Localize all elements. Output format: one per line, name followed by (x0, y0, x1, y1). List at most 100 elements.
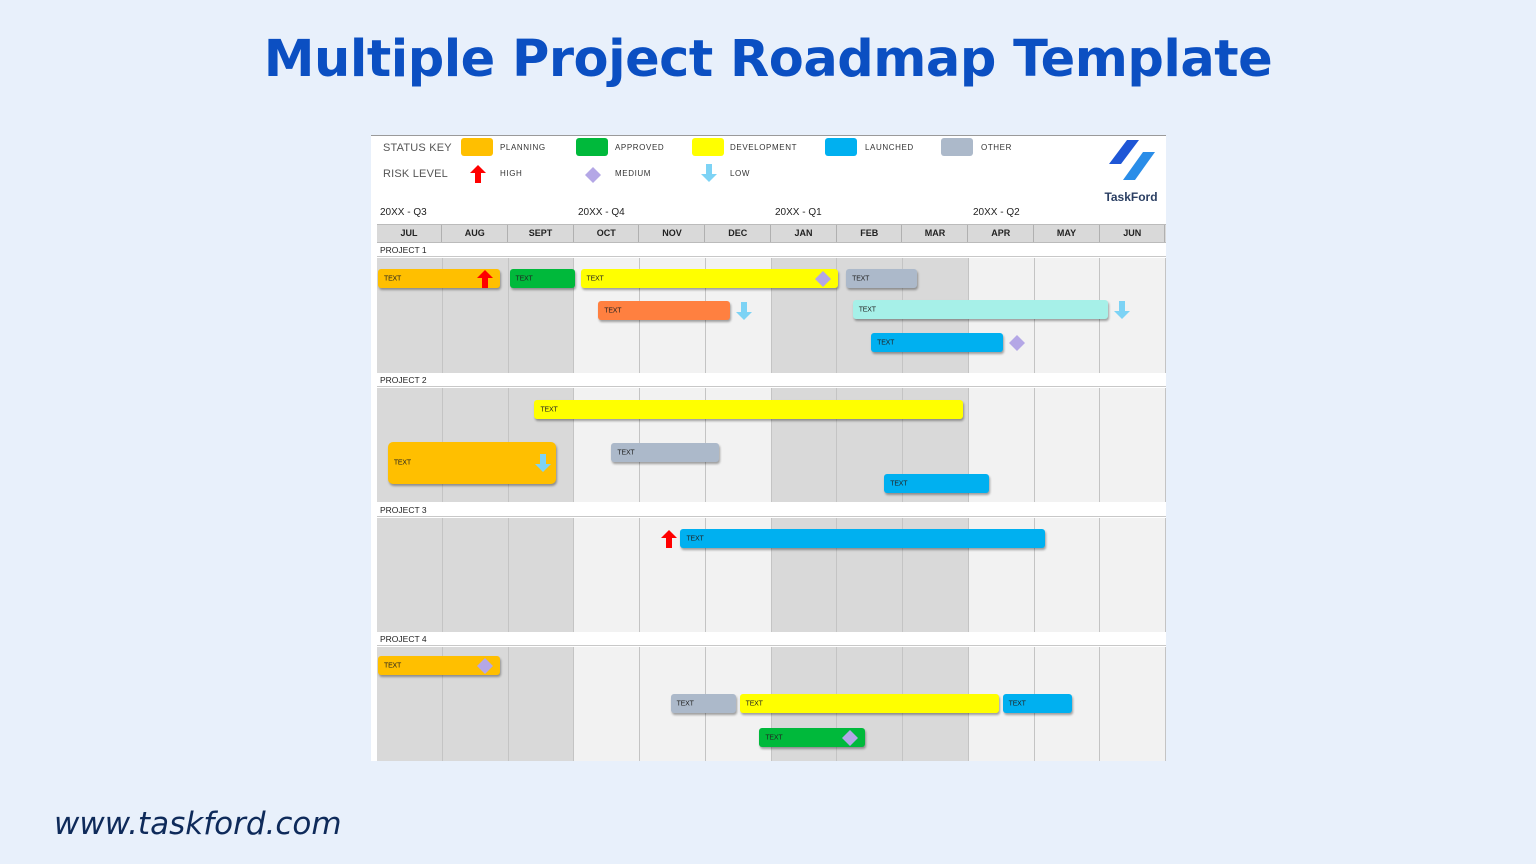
legend-high-label: HIGH (500, 169, 523, 178)
medium-risk-diamond-icon (585, 167, 601, 183)
page-title: Multiple Project Roadmap Template (263, 30, 1273, 89)
task-bar-label: TEXT (858, 306, 876, 313)
risk-level-label: RISK LEVEL (383, 168, 448, 180)
task-bar-label: TEXT (676, 700, 694, 707)
legend-approved-label: APPROVED (615, 143, 665, 152)
legend-medium-label: MEDIUM (615, 169, 652, 178)
task-bar-label: TEXT (617, 449, 635, 456)
task-bar[interactable]: TEXT (670, 694, 737, 713)
month-label: AUG (443, 225, 508, 242)
month-column (508, 647, 575, 761)
month-label: APR (969, 225, 1034, 242)
high-risk-arrow-icon (661, 529, 678, 548)
month-column (442, 518, 509, 632)
month-label: JUN (1100, 225, 1166, 242)
task-bar-label: TEXT (384, 275, 402, 282)
task-bar[interactable]: TEXT (378, 656, 500, 675)
low-risk-arrow-icon (701, 164, 717, 182)
task-bar-label: TEXT (1008, 700, 1026, 707)
month-label: JAN (772, 225, 837, 242)
quarter-label: 20XX - Q3 (380, 207, 427, 218)
month-label: MAR (903, 225, 968, 242)
quarter-label: 20XX - Q4 (578, 207, 625, 218)
month-label: FEB (837, 225, 903, 242)
project-header: PROJECT 2 (377, 373, 1166, 387)
task-bar-label: TEXT (852, 275, 870, 282)
month-column (508, 518, 575, 632)
task-bar-label: TEXT (586, 275, 604, 282)
month-column (377, 518, 443, 632)
project-lane: TEXT (377, 518, 1166, 632)
task-bar-label: TEXT (890, 480, 908, 487)
legend-other-label: OTHER (981, 143, 1012, 152)
project-lane: TEXT TEXT TEXT TEXT TEXT (377, 647, 1166, 761)
legend-launched-label: LAUNCHED (865, 143, 914, 152)
month-column (1100, 647, 1166, 761)
quarter-label: 20XX - Q1 (775, 207, 822, 218)
task-bar-label: TEXT (765, 734, 783, 741)
quarter-label: 20XX - Q2 (973, 207, 1020, 218)
month-column (1034, 388, 1101, 502)
task-bar[interactable]: TEXT (534, 400, 964, 419)
task-bar-label: TEXT (686, 535, 704, 542)
task-bar[interactable]: TEXT (1002, 694, 1072, 713)
task-bar-label: TEXT (604, 307, 622, 314)
month-column (1100, 258, 1166, 373)
approved-swatch (576, 138, 608, 156)
task-bar-label: TEXT (540, 406, 558, 413)
high-risk-arrow-icon (476, 269, 493, 288)
month-label: MAY (1035, 225, 1100, 242)
status-key-label: STATUS KEY (383, 142, 452, 154)
task-bar-label: TEXT (393, 459, 411, 467)
month-label: SEPT (509, 225, 574, 242)
project-header: PROJECT 3 (377, 503, 1166, 517)
task-bar[interactable]: TEXT (598, 301, 730, 320)
medium-risk-diamond-icon (815, 270, 832, 287)
low-risk-arrow-icon (1113, 300, 1130, 319)
medium-risk-diamond-icon (476, 657, 493, 674)
low-risk-arrow-icon (534, 454, 551, 472)
roadmap-sheet: STATUS KEY RISK LEVEL PLANNING APPROVED … (371, 135, 1166, 761)
medium-risk-diamond-icon (1008, 334, 1025, 351)
task-bar[interactable]: TEXT (580, 269, 839, 288)
task-bar-label: TEXT (384, 662, 402, 669)
month-column (574, 647, 640, 761)
task-bar[interactable]: TEXT (739, 694, 1000, 713)
legend-planning-label: PLANNING (500, 143, 546, 152)
launched-swatch (825, 138, 857, 156)
high-risk-arrow-icon (470, 165, 486, 183)
month-label: NOV (640, 225, 705, 242)
project-header: PROJECT 4 (377, 632, 1166, 646)
month-label: DEC (706, 225, 771, 242)
task-bar[interactable]: TEXT (871, 333, 1003, 352)
month-label: OCT (574, 225, 640, 242)
taskford-logo: TaskFord (1099, 138, 1163, 208)
month-column (1100, 518, 1166, 632)
taskford-logo-text: TaskFord (1104, 190, 1158, 204)
month-label: JUL (377, 225, 442, 242)
task-bar[interactable]: TEXT (852, 300, 1108, 319)
month-column (1034, 518, 1101, 632)
task-bar[interactable]: TEXT (611, 443, 719, 462)
footer-url[interactable]: www.taskford.com (54, 806, 342, 842)
task-bar[interactable]: TEXT (387, 442, 556, 484)
planning-swatch (461, 138, 493, 156)
month-column (1100, 388, 1166, 502)
low-risk-arrow-icon (735, 301, 752, 320)
task-bar[interactable]: TEXT (509, 269, 576, 288)
task-bar[interactable]: TEXT (378, 269, 500, 288)
project-lane: TEXT TEXT TEXT TEXT TEXT TEXT TEXT (377, 258, 1166, 373)
task-bar-label: TEXT (515, 275, 533, 282)
medium-risk-diamond-icon (841, 729, 858, 746)
task-bar[interactable]: TEXT (759, 728, 865, 747)
task-bar[interactable]: TEXT (846, 269, 918, 288)
taskford-logo-icon (1109, 140, 1155, 180)
other-swatch (941, 138, 973, 156)
development-swatch (692, 138, 724, 156)
task-bar[interactable]: TEXT (884, 474, 990, 493)
project-header: PROJECT 1 (377, 243, 1166, 257)
task-bar[interactable]: TEXT (680, 529, 1046, 548)
task-bar-label: TEXT (877, 339, 895, 346)
month-column (574, 518, 640, 632)
